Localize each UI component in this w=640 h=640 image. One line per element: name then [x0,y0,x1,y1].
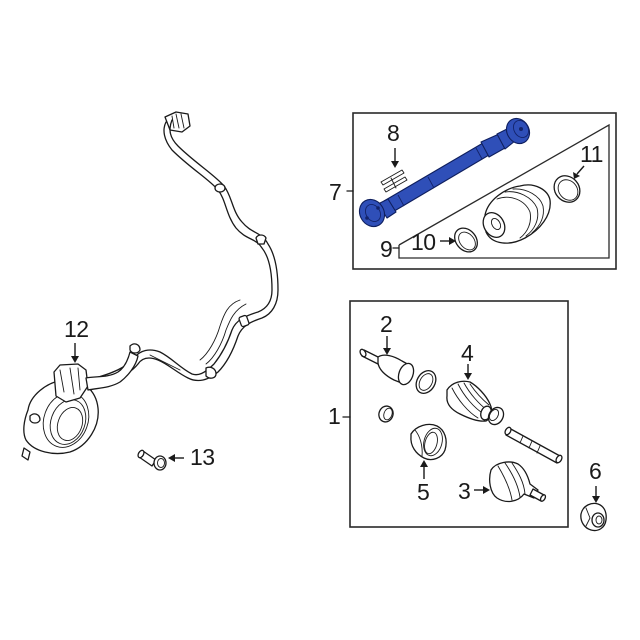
part-6-nut[interactable] [580,486,607,532]
callout-8: 8 [387,120,400,146]
callout-4: 4 [461,340,474,366]
callout-arrows-box1 [383,336,490,494]
part-3-outer-joint[interactable] [489,461,547,503]
callout-3: 3 [458,478,471,504]
part-11-ring[interactable] [549,171,585,208]
part-10-ring[interactable] [450,224,482,257]
drive-shaft-group-box [346,112,617,270]
drive-shaft[interactable] [355,114,534,231]
part-4-boot[interactable] [446,380,493,422]
part-clamp-ring-left[interactable] [377,404,396,424]
part-5-boot[interactable] [410,423,447,461]
part-8-clips[interactable] [380,169,408,193]
callout-2: 2 [380,311,393,337]
part-13-bolt[interactable] [137,449,184,471]
callout-7: 7 [329,179,342,205]
part-clamp-ring-upper[interactable] [412,367,440,397]
part-12-sensor-harness[interactable] [21,111,279,461]
part-clamp-ring-right[interactable] [485,405,506,428]
part-9-boot[interactable] [479,184,551,244]
callout-5: 5 [417,479,430,505]
part-2-inner-joint[interactable] [359,348,417,386]
callout-13: 13 [190,444,215,470]
axle-shaft-group-box [342,300,569,528]
callout-6: 6 [589,458,602,484]
callout-11: 11 [580,141,603,167]
callout-12: 12 [64,316,89,342]
callout-1: 1 [328,403,341,429]
part-axle-shaft[interactable] [504,426,563,464]
callout-9: 9 [380,236,393,262]
callout-arrows-box7 [391,148,585,245]
callout-10: 10 [411,229,436,255]
